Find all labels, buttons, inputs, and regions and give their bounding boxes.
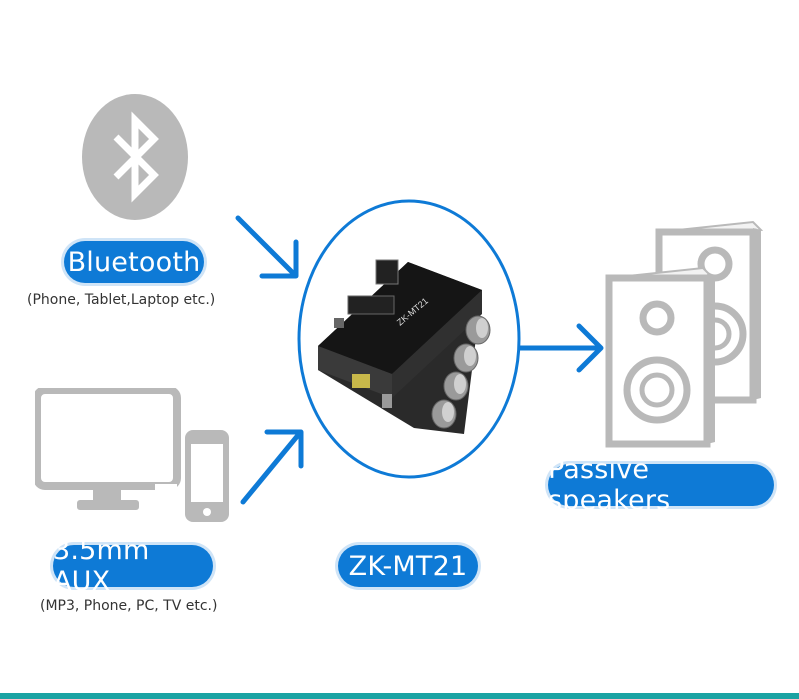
bluetooth-label-text: Bluetooth: [67, 246, 201, 278]
speakers-icon: [605, 220, 764, 448]
amplifier-board-icon: ZK-MT21: [297, 199, 521, 479]
aux-label: 3.5mm AUX: [53, 535, 213, 597]
aux-sublabel: (MP3, Phone, PC, TV etc.): [40, 598, 218, 614]
device-label: ZK-MT21: [338, 545, 478, 587]
monitor-phone-icon: [35, 388, 229, 522]
speakers-label-text: Passive speakers: [548, 454, 671, 516]
arrow-device-to-speakers: [516, 323, 604, 373]
bluetooth-icon: [82, 94, 188, 220]
speakers-label: Passive speakers: [548, 454, 774, 516]
aux-label-text: 3.5mm AUX: [53, 535, 150, 597]
arrow-bluetooth-to-device: [235, 215, 299, 279]
footer-bar: [0, 693, 799, 699]
bluetooth-sublabel: (Phone, Tablet,Laptop etc.): [27, 292, 216, 308]
device-label-text: ZK-MT21: [348, 550, 468, 582]
arrow-aux-to-device: [240, 429, 304, 505]
bluetooth-label: Bluetooth: [64, 241, 204, 283]
